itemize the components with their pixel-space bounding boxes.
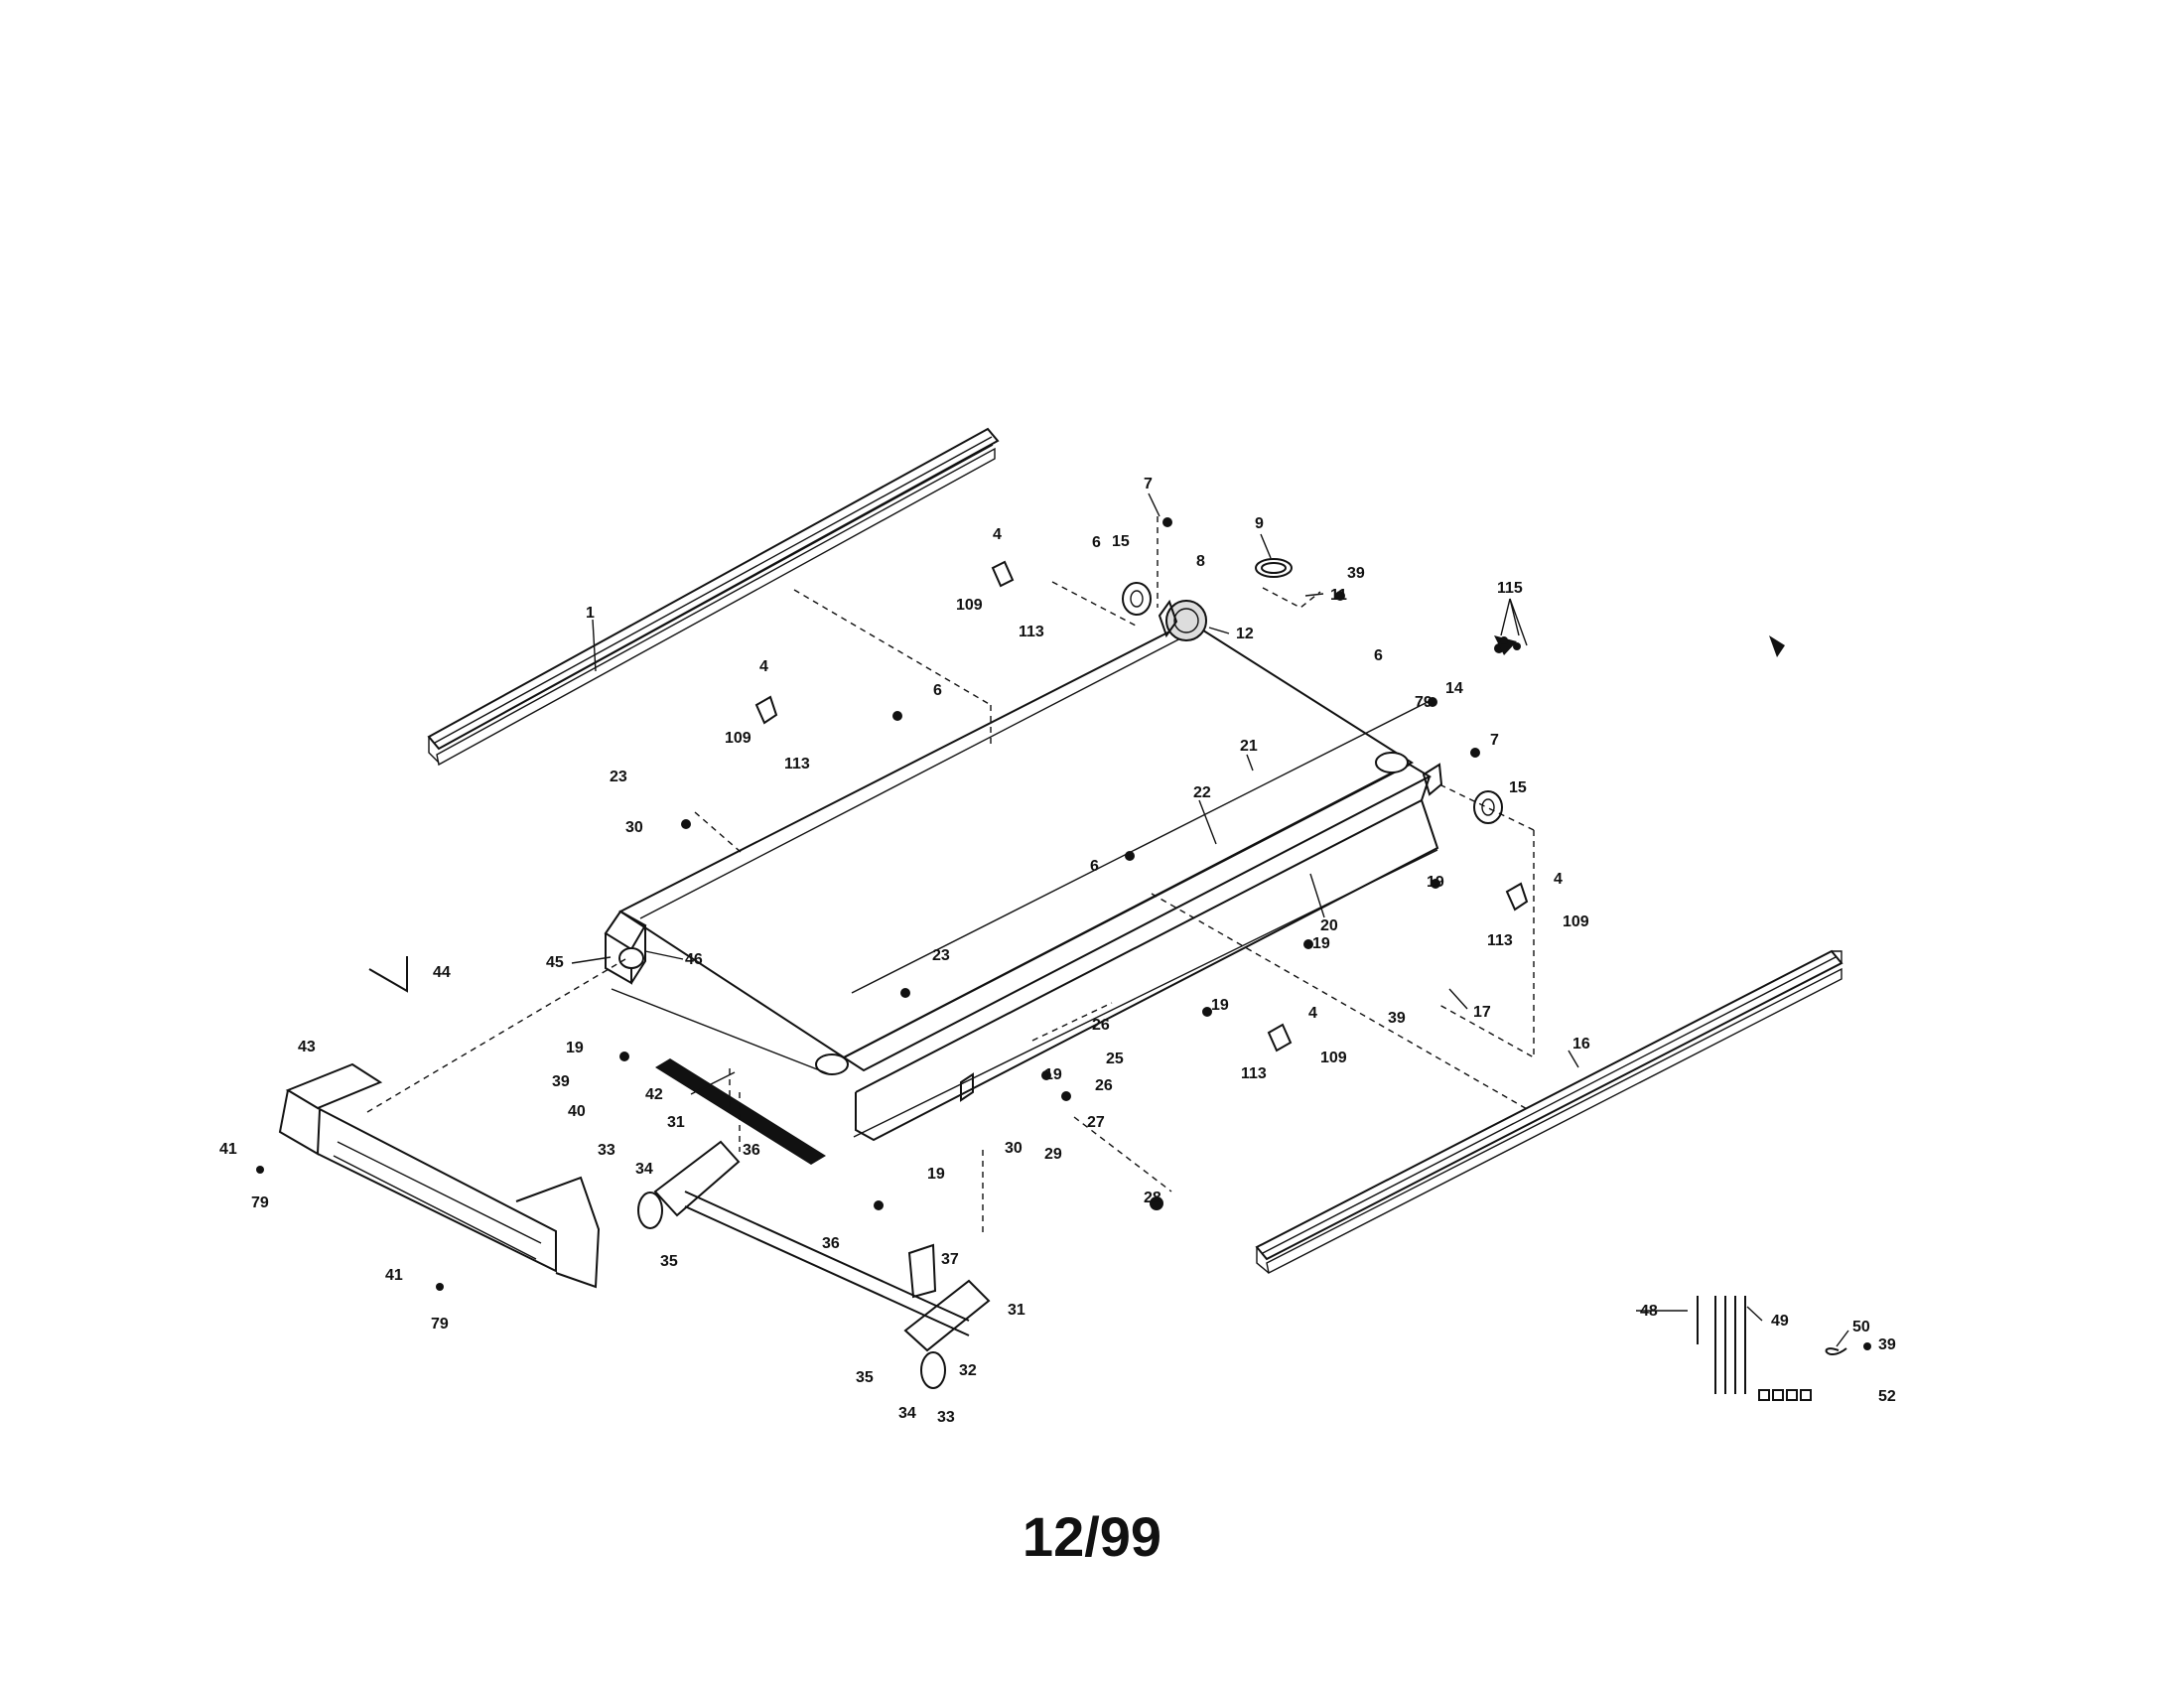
part-label: 50: [1852, 1319, 1870, 1335]
base-cover: [278, 1062, 601, 1289]
part-label: 7: [1144, 476, 1153, 492]
part-label: 6: [1374, 647, 1383, 664]
part-label: 4: [1554, 871, 1563, 888]
part-label: 36: [822, 1235, 840, 1252]
part-label: 26: [1095, 1077, 1113, 1094]
part-label: 26: [1092, 1017, 1110, 1034]
part-label: 113: [1487, 932, 1513, 949]
part-label: 109: [956, 597, 983, 614]
part-label: 15: [1509, 779, 1527, 796]
part-label: 17: [1473, 1004, 1491, 1021]
part-label: 31: [1008, 1302, 1025, 1319]
part-label: 12: [1236, 626, 1254, 642]
frame-deck-assembly: [604, 620, 1443, 1142]
part-label: 23: [932, 947, 950, 964]
hardware-items: [256, 517, 1871, 1350]
part-label: 6: [1092, 534, 1101, 551]
part-label: 7: [1490, 732, 1499, 749]
part-label: 11: [1330, 587, 1347, 604]
part-label: 109: [725, 730, 751, 747]
part-labels: 1 4 4 4 4 6 6 6 6 7 7 8 9 11 12 14 15 15…: [219, 476, 1896, 1426]
hex-key: [368, 956, 408, 993]
part-label: 34: [898, 1405, 916, 1422]
part-label: 19: [927, 1166, 945, 1183]
part-label: 113: [1019, 624, 1044, 640]
part-label: 14: [1445, 680, 1463, 697]
hinge-brackets: [754, 560, 1529, 1052]
part-label: 33: [937, 1409, 955, 1426]
leader-lines: [571, 492, 1849, 1347]
part-label: 34: [635, 1161, 653, 1178]
part-label: 19: [1312, 935, 1330, 952]
part-label: 19: [1211, 997, 1229, 1014]
motor-assembly: [1122, 582, 1503, 824]
accessory-items: [1697, 1296, 1847, 1401]
part-label: 113: [1241, 1065, 1267, 1082]
part-label: 39: [552, 1073, 570, 1090]
incline-frame: [637, 1140, 991, 1389]
part-label: 79: [251, 1194, 269, 1211]
part-label: 35: [660, 1253, 678, 1270]
side-rail-right: [1255, 949, 1843, 1275]
part-label: 6: [933, 682, 942, 699]
ground-wire: [1255, 558, 1293, 578]
part-label: 109: [1563, 913, 1589, 930]
part-label: 46: [685, 951, 703, 968]
part-label: 49: [1771, 1313, 1789, 1330]
side-rail-left: [427, 427, 1000, 767]
part-label: 79: [431, 1316, 449, 1333]
part-label: 33: [598, 1142, 615, 1159]
part-label: 1: [586, 605, 595, 622]
part-label: 43: [298, 1039, 316, 1055]
part-label: 42: [645, 1086, 663, 1103]
part-label: 19: [1044, 1066, 1062, 1083]
part-label: 4: [993, 526, 1002, 543]
part-label: 19: [1427, 874, 1444, 891]
part-label: 41: [385, 1267, 403, 1284]
part-label: 40: [568, 1103, 586, 1120]
part-label: 39: [1347, 565, 1365, 582]
part-label: 109: [1320, 1050, 1347, 1066]
part-label: 113: [784, 756, 810, 772]
belt-strip: [655, 1058, 826, 1165]
part-label: 28: [1144, 1190, 1161, 1206]
part-label: 6: [1090, 858, 1099, 875]
part-label: 27: [1087, 1114, 1105, 1131]
part-label: 31: [667, 1114, 685, 1131]
part-label: 52: [1878, 1388, 1896, 1405]
part-label: 16: [1572, 1036, 1590, 1052]
revision-date: 12/99: [1022, 1505, 1162, 1568]
part-label: 21: [1240, 738, 1258, 755]
part-label: 4: [1308, 1005, 1317, 1022]
part-label: 19: [566, 1040, 584, 1056]
part-label: 20: [1320, 917, 1338, 934]
part-label: 15: [1112, 533, 1130, 550]
part-label: 37: [941, 1251, 959, 1268]
part-label: 39: [1388, 1010, 1406, 1027]
part-label: 9: [1255, 515, 1264, 532]
part-label: 39: [1878, 1336, 1896, 1353]
part-label: 23: [610, 769, 627, 785]
part-label: 22: [1193, 784, 1211, 801]
part-label: 115: [1497, 580, 1523, 597]
part-label: 32: [959, 1362, 977, 1379]
part-label: 8: [1196, 553, 1205, 570]
part-label: 35: [856, 1369, 874, 1386]
part-label: 25: [1106, 1051, 1124, 1067]
part-label: 36: [743, 1142, 760, 1159]
assembly-guides: [366, 516, 1535, 1233]
part-label: 45: [546, 954, 564, 971]
part-label: 29: [1044, 1146, 1062, 1163]
part-label: 41: [219, 1141, 237, 1158]
part-label: 44: [433, 964, 451, 981]
part-label: 4: [759, 658, 768, 675]
part-label: 30: [1005, 1140, 1023, 1157]
part-label: 79: [1415, 694, 1433, 711]
part-label: 30: [625, 819, 643, 836]
